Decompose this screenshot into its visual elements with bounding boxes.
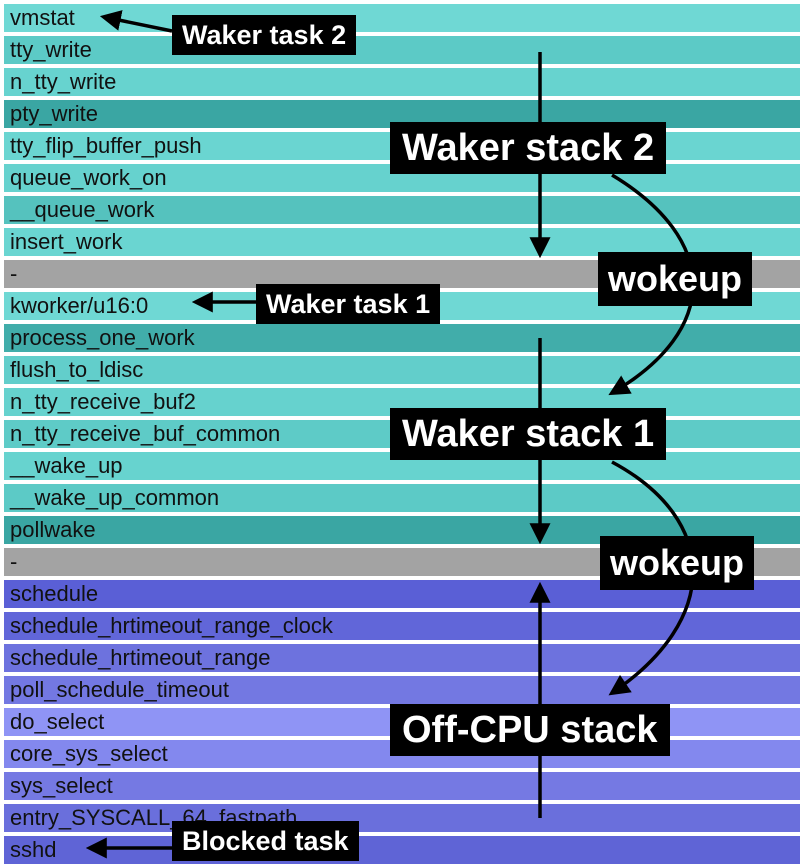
stack-frame: __wake_up_common [4, 484, 800, 514]
waker-stack-2-label: Waker stack 2 [390, 122, 667, 174]
stack-frame: flush_to_ldisc [4, 356, 800, 386]
waker-stack-1-label: Waker stack 1 [390, 408, 667, 460]
blocked-task-label: Blocked task [172, 821, 359, 861]
stack-frame: schedule_hrtimeout_range_clock [4, 612, 800, 642]
wakeup-lower-label: wokeup [600, 536, 755, 590]
stack-frame: entry_SYSCALL_64_fastpath [4, 804, 800, 834]
stack-frame: schedule_hrtimeout_range [4, 644, 800, 674]
stack-frame: tty_write [4, 36, 800, 66]
stack-frame: insert_work [4, 228, 800, 258]
stack-frame: vmstat [4, 4, 800, 34]
offcpu-stack-label: Off-CPU stack [390, 704, 670, 756]
waker-task-1-label: Waker task 1 [256, 284, 441, 324]
stack-frame: sshd [4, 836, 800, 866]
waker-task-2-label: Waker task 2 [172, 15, 357, 55]
stack-frame: poll_schedule_timeout [4, 676, 800, 706]
waker-task-2-pointer [99, 10, 173, 33]
stack-frame: sys_select [4, 772, 800, 802]
stack-frame: n_tty_write [4, 68, 800, 98]
wakeup-upper-label: wokeup [598, 252, 753, 306]
